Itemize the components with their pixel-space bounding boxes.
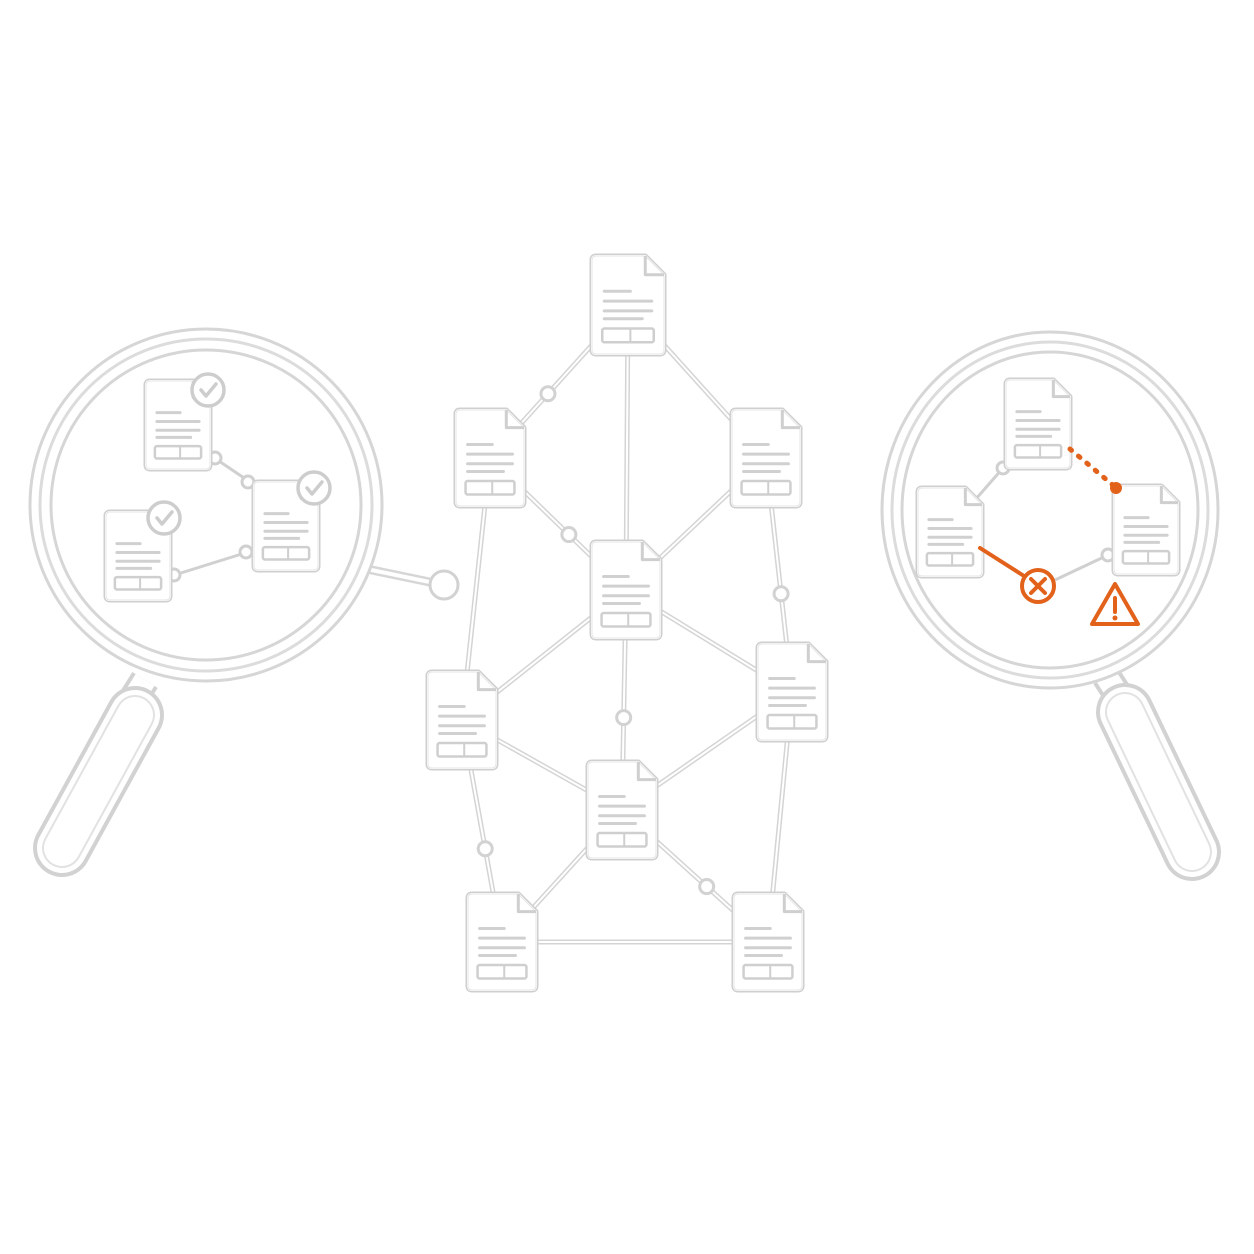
magnifier-left-documents [103, 378, 321, 603]
magnifier-right-rim-inner [900, 350, 1200, 670]
document-bottom-right [731, 891, 805, 993]
magnifier-left-document-3 [103, 509, 173, 603]
magnifier-left-document-1 [143, 378, 213, 472]
document-lower-center [585, 759, 659, 861]
warning-triangle-icon [1090, 582, 1140, 626]
document-bottom-left [465, 891, 539, 993]
document-center [589, 539, 663, 641]
magnifier-right-handle [1093, 667, 1221, 881]
magnifier-left-rim-mid [38, 337, 374, 673]
network-junction-node [539, 385, 557, 403]
check-circle-icon [146, 500, 182, 536]
network-documents [425, 253, 829, 993]
document-upper-left [453, 407, 527, 509]
document-upper-right [729, 407, 803, 509]
network-junction-node [476, 840, 494, 858]
magnifier-right-documents [915, 377, 1181, 579]
magnifier-right [880, 330, 1221, 881]
broken-link-line [978, 546, 1026, 578]
magnifier-right-document-3 [1111, 483, 1181, 577]
document-top [589, 253, 667, 357]
network-hub-node [428, 569, 460, 601]
dotted-link-line [1067, 446, 1117, 489]
document-mid-right [755, 641, 829, 743]
magnifier-left-document-2 [251, 479, 321, 573]
magnifier-right-document-2 [915, 485, 985, 579]
error-x-icon [1020, 568, 1056, 604]
network-junction-node [560, 526, 578, 544]
network-junction-node [615, 709, 633, 727]
magnifier-right-document-1 [1003, 377, 1073, 471]
network-junction-node [698, 878, 716, 896]
magnifier-left [28, 327, 460, 877]
magnifier-right-rim-mid [890, 340, 1210, 680]
check-circle-icon [296, 470, 332, 506]
check-circle-icon [190, 372, 226, 408]
magnifier-left-checks [146, 372, 332, 536]
magnifier-left-handle [33, 672, 164, 877]
network-junction-node [772, 585, 790, 603]
document-mid-left [425, 669, 499, 771]
dotted-link-node [1110, 482, 1122, 494]
